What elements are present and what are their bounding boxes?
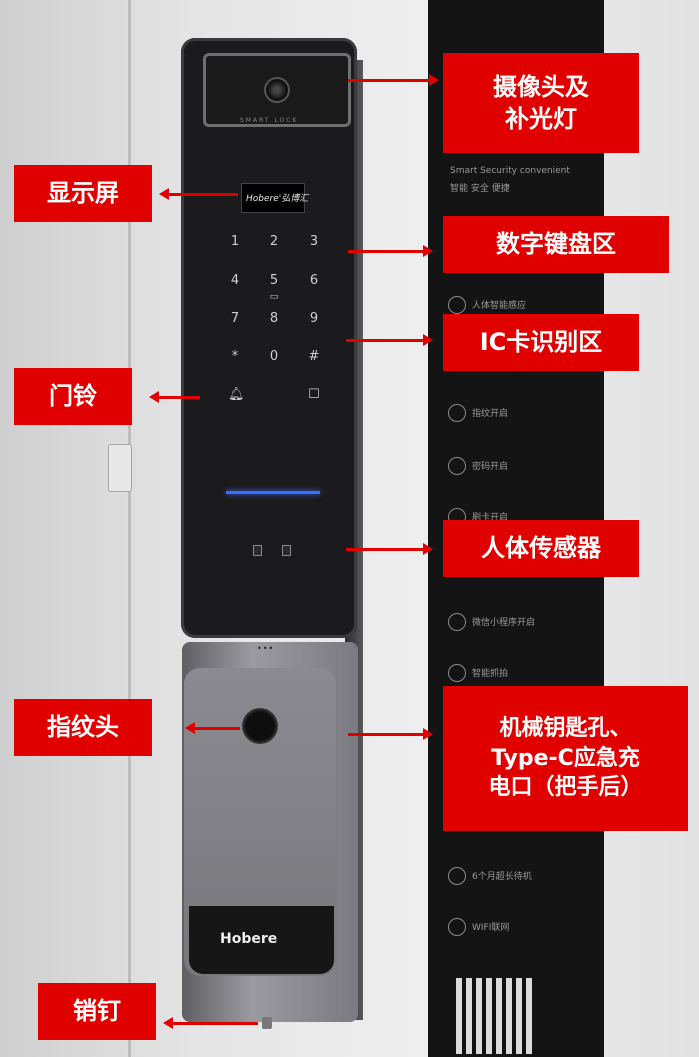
panel-feature-8: WIFI联网 — [472, 923, 510, 933]
label-pin: 销钉 — [38, 983, 156, 1040]
key-6[interactable]: 6 — [309, 273, 319, 288]
standby-feature-icon — [448, 867, 466, 885]
card-reader-icon: ▭ — [269, 292, 279, 302]
capture-feature-icon — [448, 664, 466, 682]
handle-logo-area — [189, 906, 334, 974]
key-3[interactable]: 3 — [309, 234, 319, 249]
qr-code — [456, 978, 532, 1054]
key-8[interactable]: 8 — [269, 311, 279, 326]
arrow-fingerprint — [185, 722, 240, 734]
fingerprint-sensor[interactable] — [242, 708, 278, 744]
label-display: 显示屏 — [14, 165, 152, 222]
key-7[interactable]: 7 — [230, 311, 240, 326]
body-sensor-right — [282, 545, 291, 556]
key-1[interactable]: 1 — [230, 234, 240, 249]
label-ic-card: IC卡识别区 — [443, 314, 639, 371]
label-camera: 摄像头及 补光灯 — [443, 53, 639, 153]
body-sensor-left — [253, 545, 262, 556]
sensor-feature-icon — [448, 296, 466, 314]
key-2[interactable]: 2 — [269, 234, 279, 249]
arrow-keypad — [348, 245, 433, 257]
label-doorbell: 门铃 — [14, 368, 132, 425]
password-feature-icon — [448, 457, 466, 475]
door-hinge — [108, 444, 132, 492]
label-keypad: 数字键盘区 — [443, 216, 669, 273]
arrow-mech-key — [348, 728, 433, 740]
label-body-sensor: 人体传感器 — [443, 520, 639, 577]
key-4[interactable]: 4 — [230, 273, 240, 288]
panel-feature-6: 智能抓拍 — [472, 669, 509, 679]
arrow-body-sensor — [346, 543, 433, 555]
label-fingerprint: 指纹头 — [14, 699, 152, 756]
panel-slogan-cn: 智能 安全 便捷 — [450, 184, 510, 194]
panel-slogan: Smart Security convenient — [450, 166, 570, 176]
panel-feature-5: 微信小程序开启 — [472, 618, 536, 628]
lock-icon[interactable]: ☐ — [308, 387, 320, 402]
lock-display-screen — [241, 183, 305, 213]
panel-feature-2: 指纹开启 — [472, 409, 509, 419]
key-star[interactable]: * — [231, 349, 239, 364]
arrow-display — [159, 188, 238, 200]
wechat-feature-icon — [448, 613, 466, 631]
camera-lens-icon — [264, 77, 290, 103]
smart-lock-text: SMART LOCK — [240, 117, 299, 124]
key-hash[interactable]: # — [308, 349, 320, 364]
speaker-dots-icon: ••• — [257, 644, 275, 653]
door-frame-seam — [128, 0, 131, 1057]
label-mech-key: 机械钥匙孔、 Type-C应急充 电口（把手后） — [443, 686, 688, 831]
latch-pin — [262, 1017, 272, 1029]
brand-logo: Hobere — [220, 931, 278, 947]
key-0[interactable]: 0 — [269, 349, 279, 364]
panel-feature-4: 刷卡开启 — [472, 513, 509, 523]
doorbell-icon[interactable]: 🔔︎ — [228, 387, 245, 402]
fingerprint-feature-icon — [448, 404, 466, 422]
arrow-doorbell — [149, 391, 200, 403]
key-9[interactable]: 9 — [309, 311, 319, 326]
lock-display-text: Hobere'弘博汇 — [246, 194, 309, 204]
key-5[interactable]: 5 — [269, 273, 279, 288]
status-indicator-light — [226, 491, 320, 494]
arrow-ic-card — [346, 334, 433, 346]
panel-feature-7: 6个月超长待机 — [472, 872, 532, 882]
arrow-pin — [163, 1017, 258, 1029]
panel-feature-1: 人体智能感应 — [472, 301, 527, 311]
panel-feature-3: 密码开启 — [472, 462, 509, 472]
wifi-feature-icon — [448, 918, 466, 936]
smart-lock-front-panel — [181, 38, 357, 638]
arrow-camera — [348, 74, 439, 86]
